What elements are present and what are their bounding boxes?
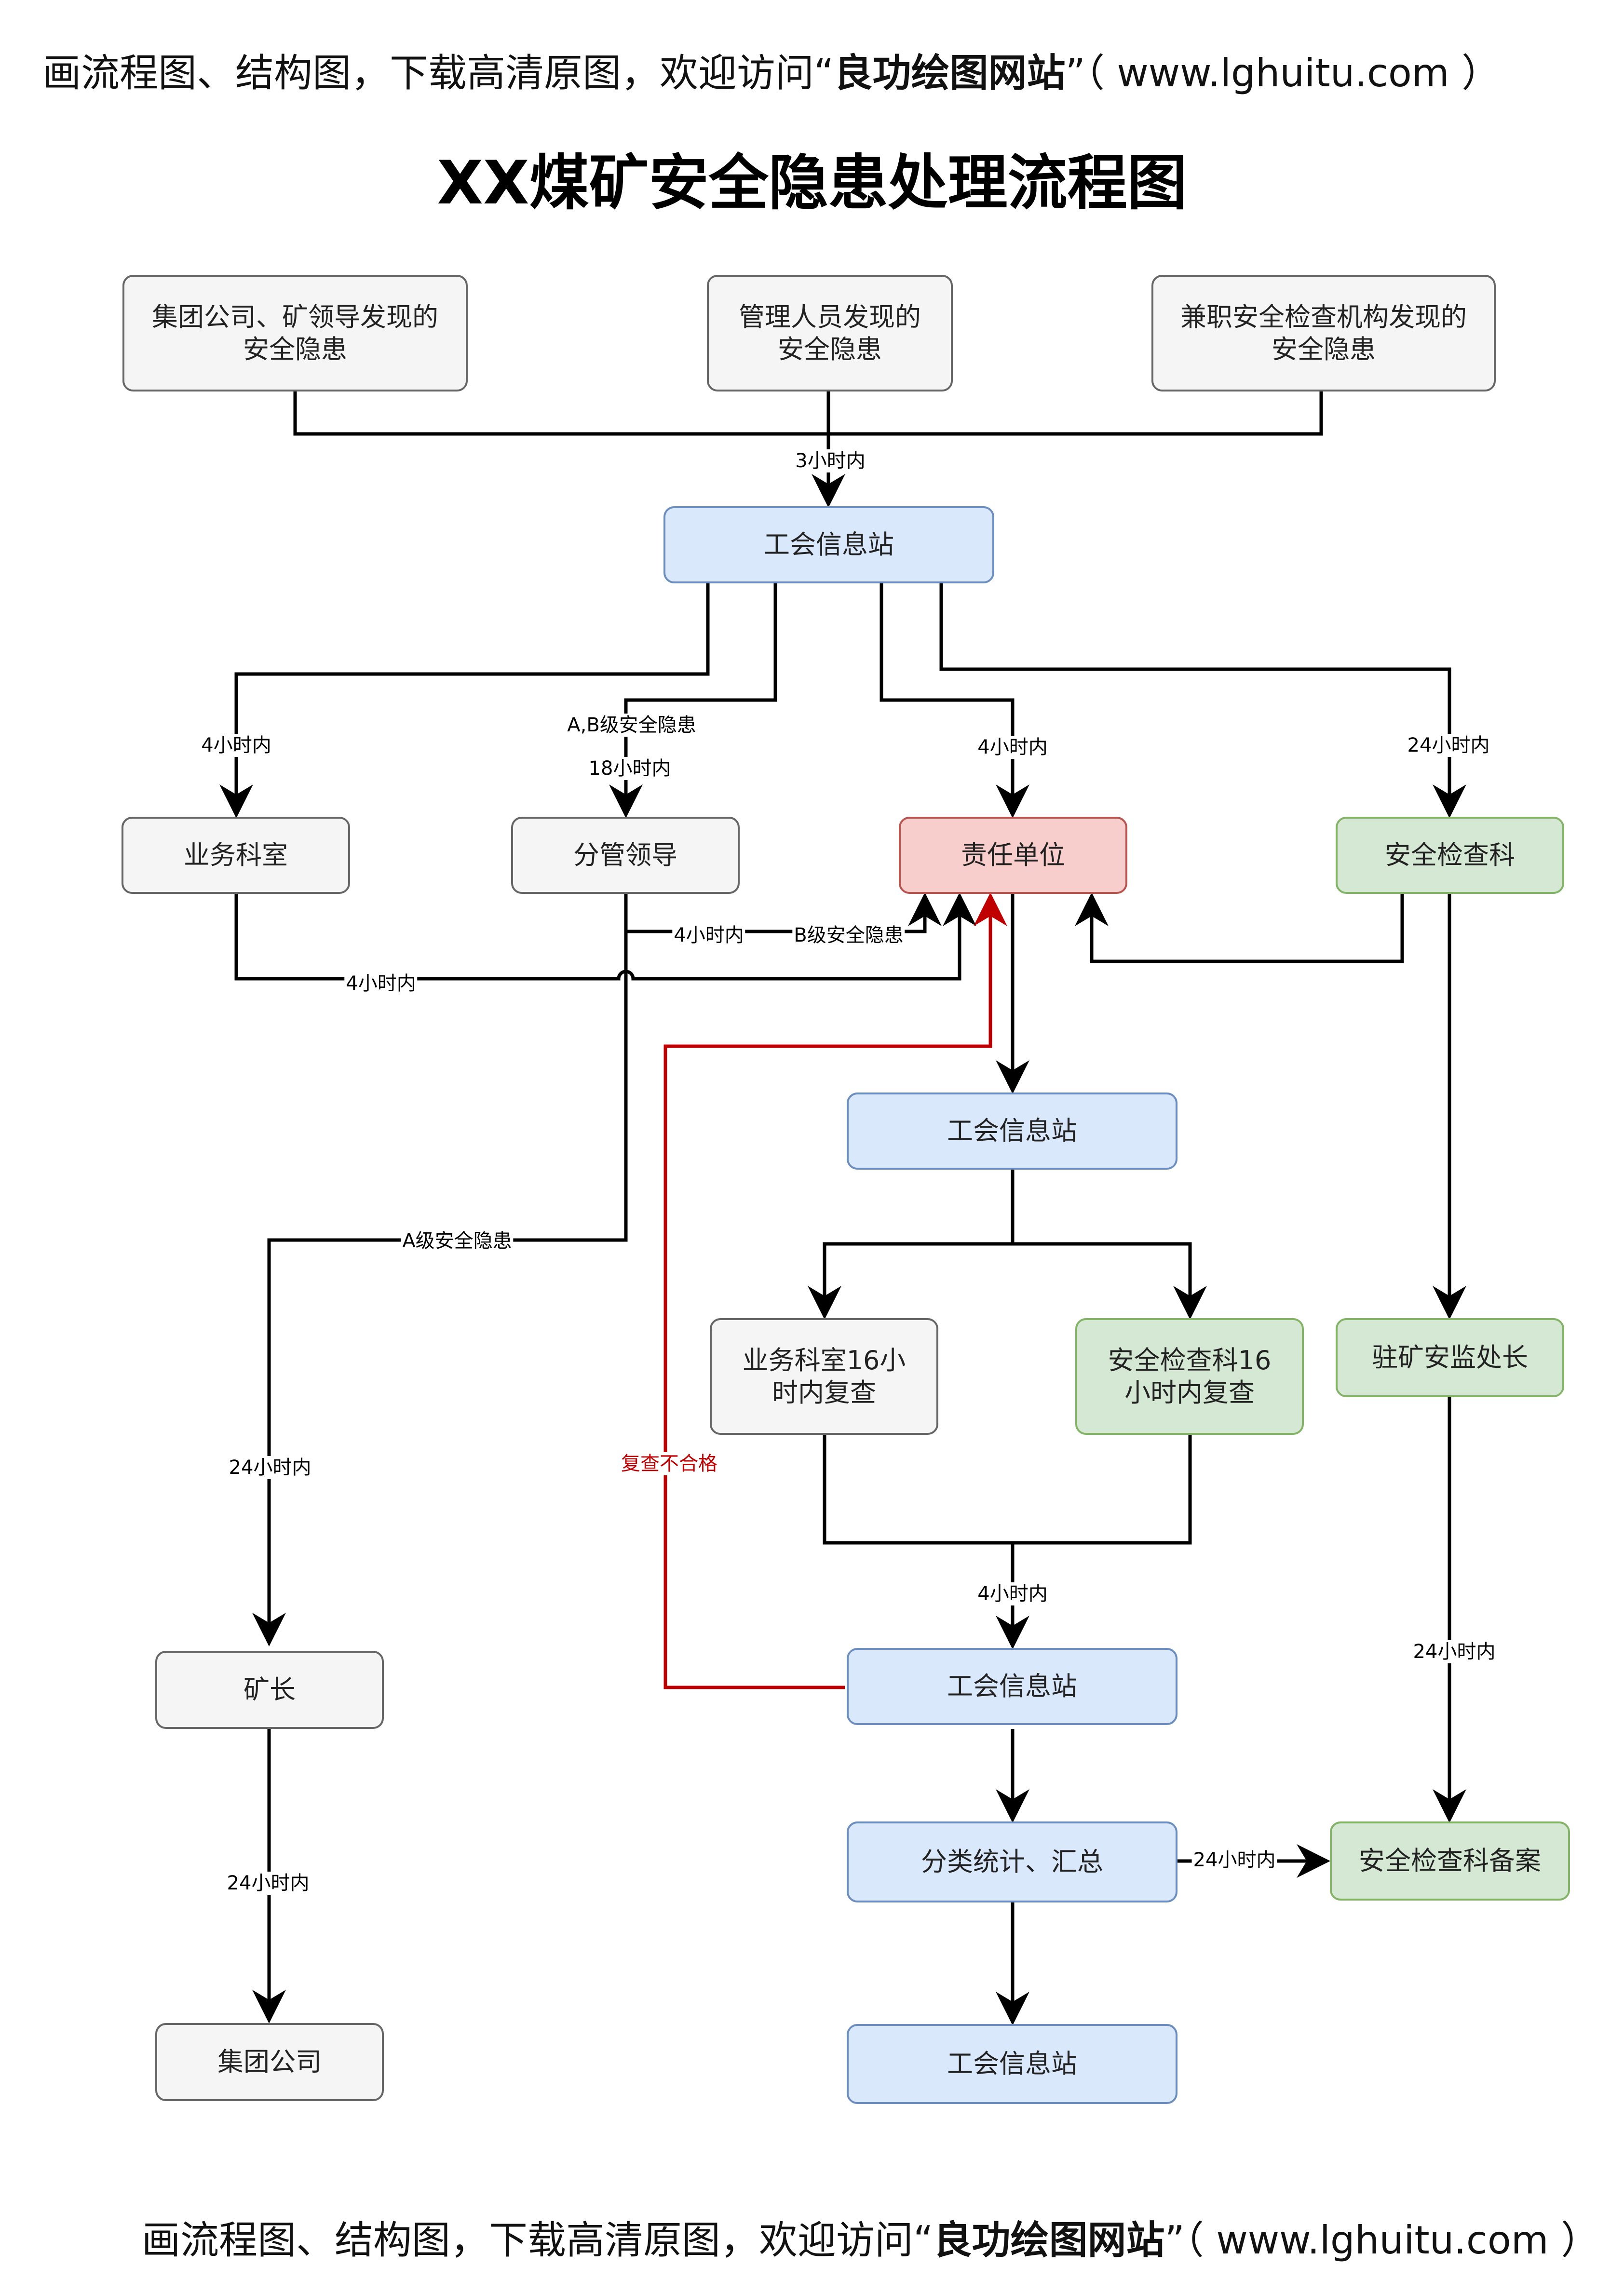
banner-prefix: 画流程图、结构图，下载高清原图，欢迎访问“ (142, 2218, 934, 2263)
edge-safety-dept-to-responsible-unit (1075, 892, 1404, 963)
edge-station-2-to-safety-review (1013, 1242, 1207, 1320)
banner-brand: 良功绘图网站 (933, 2218, 1165, 2263)
edge-label-leader-b-time: 4小时内 (672, 924, 745, 947)
banner-prefix: 画流程图、结构图，下载高清原图，欢迎访问“ (42, 51, 834, 95)
node-union-station-1: 工会信息站 (663, 506, 994, 583)
promo-banner-top: 画流程图、结构图，下载高清原图，欢迎访问“良功绘图网站”（ www.lghuit… (42, 54, 1500, 93)
edge-station-1-to-responsible-unit (880, 582, 1029, 818)
edge-label-director-to-group: 24小时内 (225, 1872, 311, 1895)
edge-label-to-responsible-unit: 4小时内 (976, 736, 1049, 759)
edge-label-to-station-1: 3小时内 (794, 449, 867, 472)
edge-label-leader-a-level: A级安全隐患 (401, 1229, 514, 1253)
node-safety-review: 安全检查科16 小时内复查 (1075, 1318, 1304, 1435)
edge-top-sources-to-station-1 (293, 391, 1323, 436)
node-group-company: 集团公司 (155, 2023, 384, 2101)
edge-label-summary-to-record: 24小时内 (1191, 1848, 1277, 1872)
node-mine-director: 矿长 (155, 1651, 384, 1729)
banner-suffix: ”（ www.lghuitu.com ） (1164, 2218, 1600, 2263)
node-union-station-4: 工会信息站 (847, 2024, 1177, 2104)
node-responsible-unit: 责任单位 (899, 817, 1127, 894)
edge-station-1-to-safety-dept (939, 582, 1466, 818)
node-safety-inspection-dept: 安全检查科 (1336, 817, 1564, 894)
node-group-leaders-found: 集团公司、矿领导发现的 安全隐患 (122, 275, 468, 391)
node-resident-supervisor: 驻矿安监处长 (1336, 1318, 1564, 1397)
node-business-review: 业务科室16小 时内复查 (710, 1318, 938, 1435)
node-managers-found: 管理人员发现的 安全隐患 (707, 275, 953, 391)
node-union-station-2: 工会信息站 (847, 1093, 1177, 1170)
edge-label-business-to-unit: 4小时内 (344, 972, 418, 995)
promo-banner-bottom: 画流程图、结构图，下载高清原图，欢迎访问“良功绘图网站”（ www.lghuit… (142, 2221, 1599, 2260)
node-leader-in-charge: 分管领导 (511, 817, 740, 894)
node-classify-summary: 分类统计、汇总 (847, 1821, 1177, 1902)
node-business-dept: 业务科室 (122, 817, 350, 894)
edge-leader-a-to-mine-director (252, 893, 628, 1646)
edge-label-to-leader-ab: A,B级安全隐患 (566, 714, 698, 737)
edge-station-2-to-business-review (808, 1169, 1015, 1320)
node-union-station-3: 工会信息站 (847, 1648, 1177, 1725)
edge-reviews-collector (823, 1435, 1192, 1545)
edge-label-supervisor-to-record: 24小时内 (1411, 1640, 1497, 1663)
edge-label-to-mine-director: 24小时内 (227, 1456, 313, 1479)
node-safety-record: 安全检查科备案 (1330, 1821, 1570, 1901)
banner-brand: 良功绘图网站 (834, 51, 1066, 95)
edge-label-leader-b-level: B级安全隐患 (792, 924, 905, 947)
edge-review-failed-to-responsible-unit (663, 892, 1007, 1689)
edge-label-to-business-dept: 4小时内 (200, 734, 273, 757)
edge-label-review-failed: 复查不合格 (620, 1452, 719, 1475)
edge-label-to-leader-time: 18小时内 (587, 757, 673, 780)
node-parttime-inspection-found: 兼职安全检查机构发现的 安全隐患 (1151, 275, 1496, 391)
edge-label-to-safety-dept: 24小时内 (1406, 734, 1491, 757)
diagram-title: XX煤矿安全隐患处理流程图 (437, 148, 1187, 218)
edge-label-reviews-to-station: 4小时内 (976, 1582, 1049, 1605)
banner-suffix: ”（ www.lghuitu.com ） (1065, 51, 1501, 95)
